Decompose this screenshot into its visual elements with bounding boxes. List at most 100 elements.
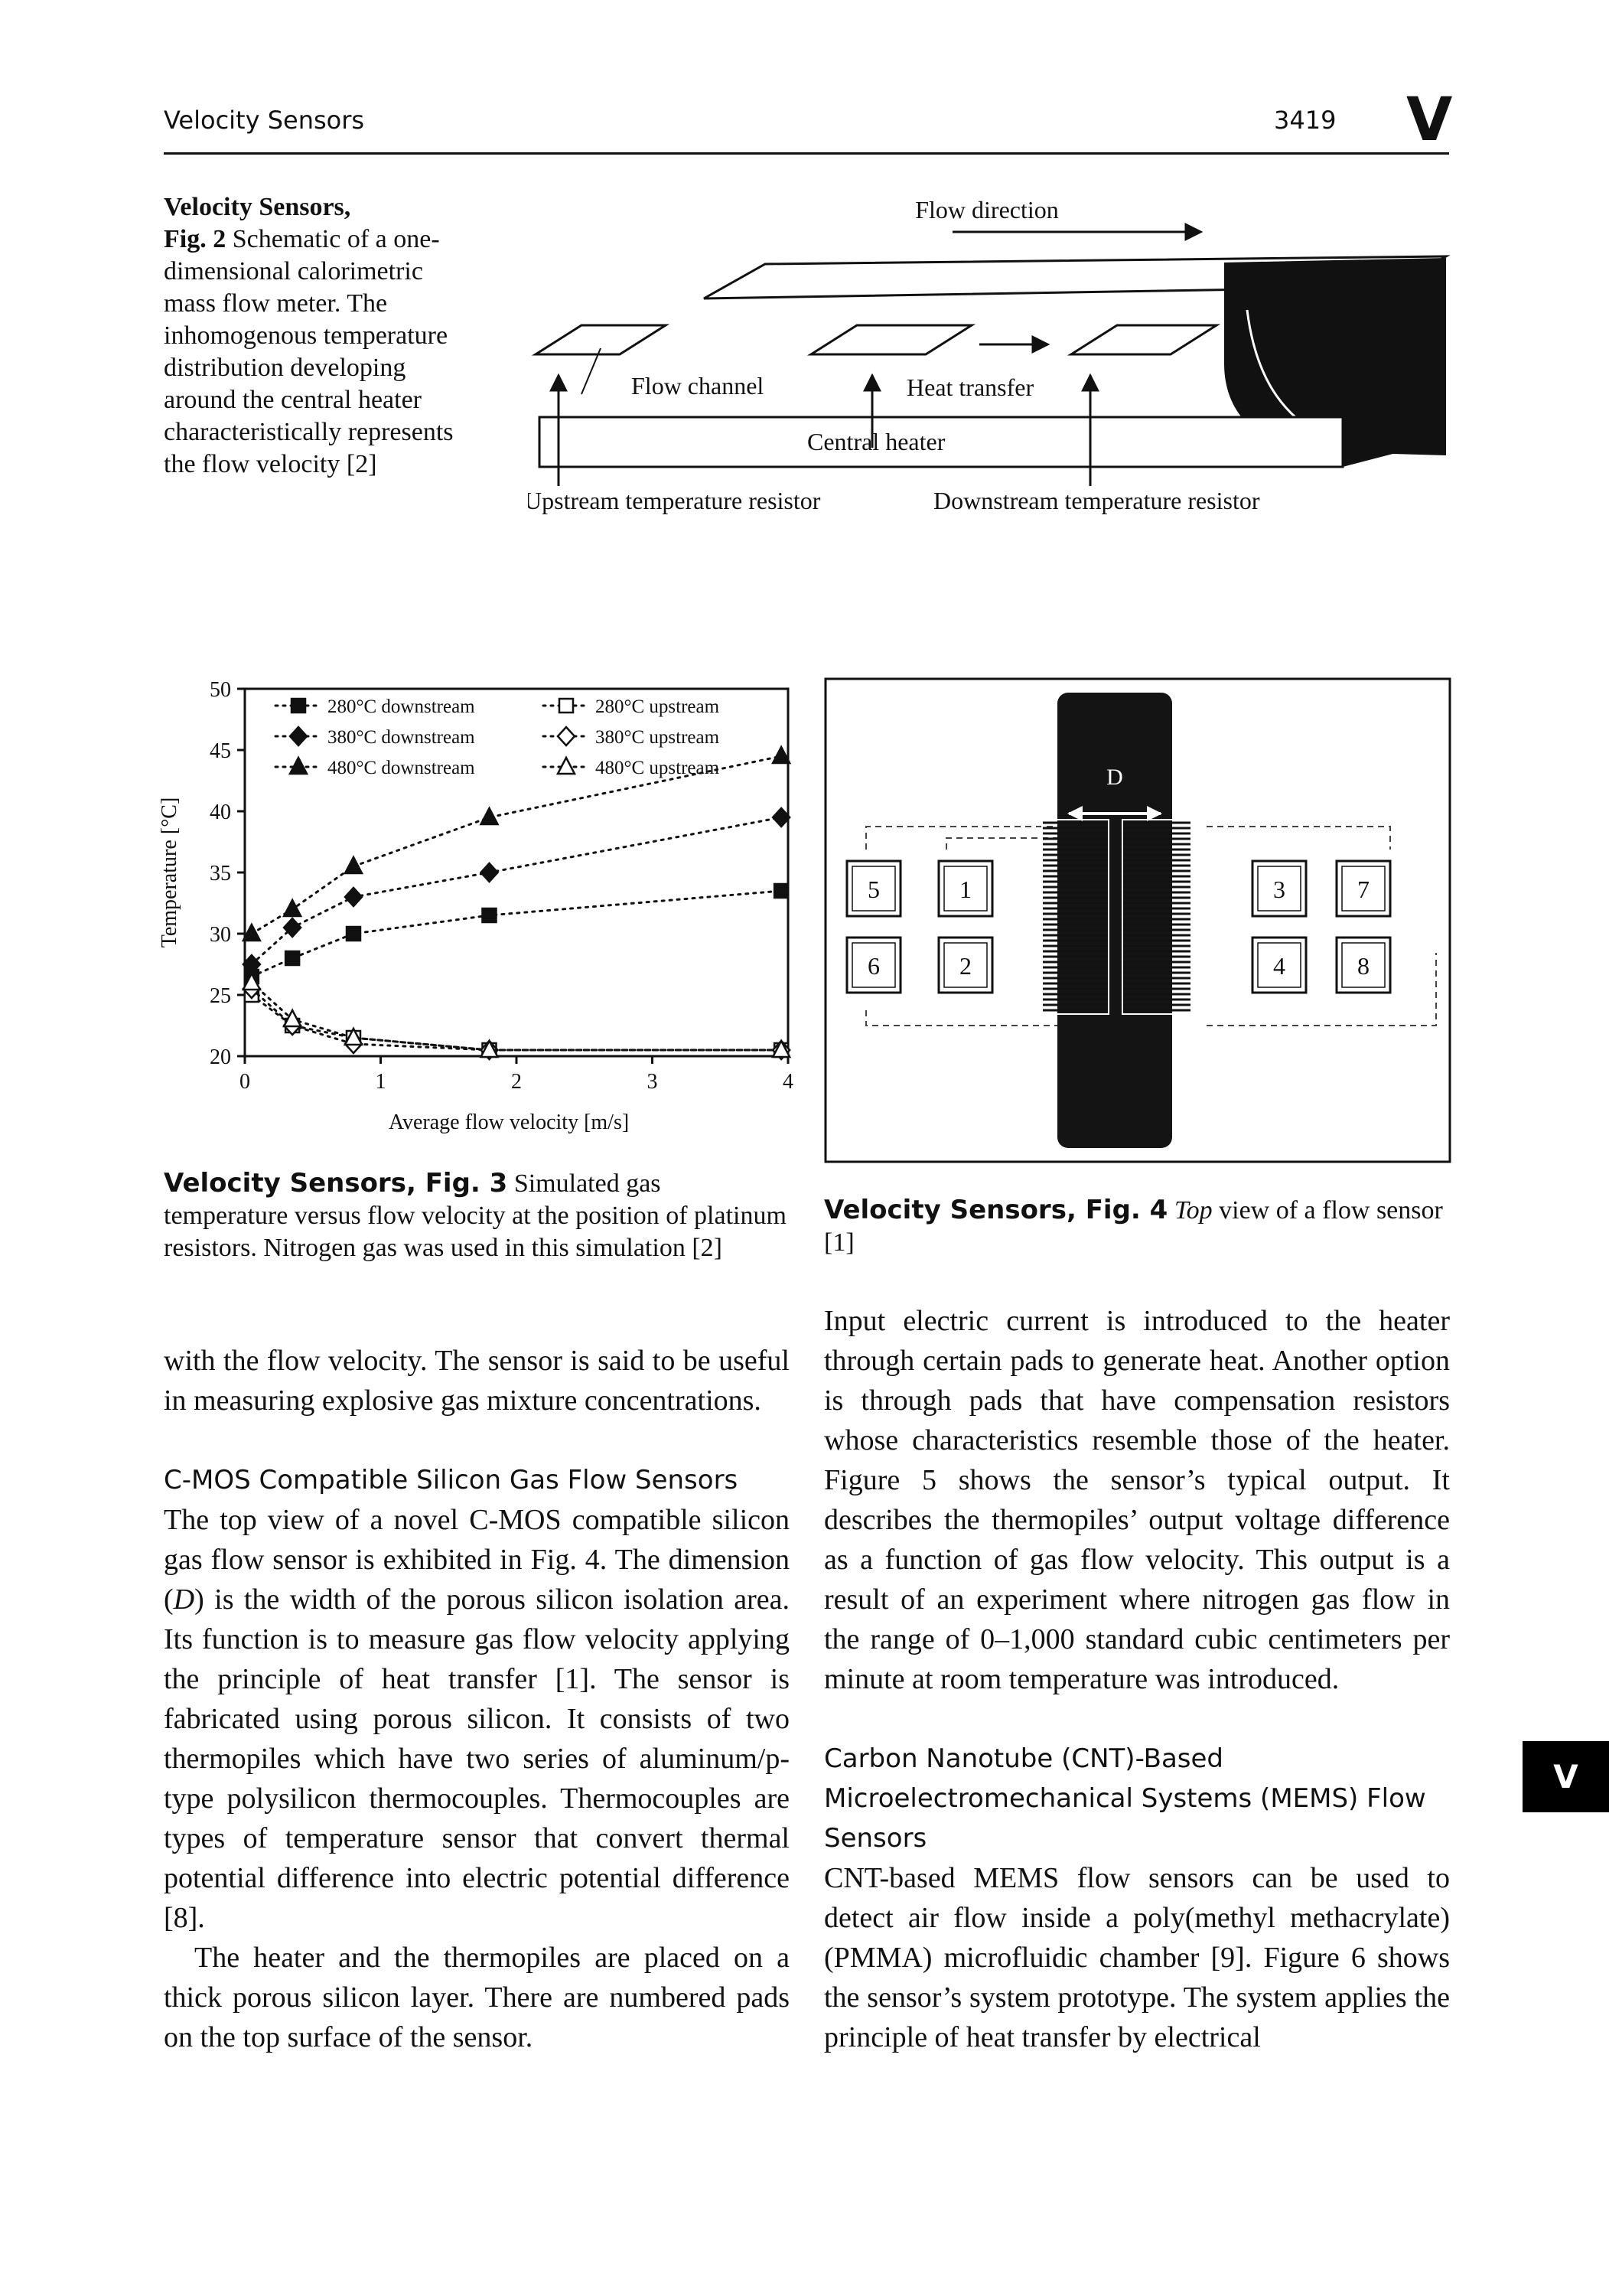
y-tick-label: 40 bbox=[210, 801, 231, 824]
flow-channel-label: Flow channel bbox=[631, 372, 764, 400]
series bbox=[241, 745, 792, 942]
pad-1 bbox=[937, 859, 994, 918]
fig4-wiring bbox=[865, 826, 1437, 1026]
left-paragraph-1: with the flow velocity. The sensor is sa… bbox=[164, 1345, 790, 1417]
downstream-strip bbox=[1067, 324, 1221, 356]
x-tick-label: 4 bbox=[783, 1070, 793, 1094]
fig4-caption: Velocity Sensors, Fig. 4 Top view of a f… bbox=[824, 1194, 1451, 1259]
x-tick-label: 0 bbox=[239, 1070, 250, 1094]
data-point bbox=[556, 726, 576, 747]
channel-end-dark bbox=[1224, 258, 1446, 455]
right-paragraph-2: CNT-based MEMS flow sensors can be used … bbox=[824, 1862, 1450, 2053]
pad-label: 3 bbox=[1273, 876, 1285, 903]
series bbox=[241, 971, 792, 1058]
fig4-caption-label: Velocity Sensors, Fig. 4 bbox=[824, 1195, 1168, 1225]
section-heading-cnt: Carbon Nanotube (CNT)-Based Microelectro… bbox=[824, 1743, 1426, 1854]
running-header-title: Velocity Sensors bbox=[164, 106, 365, 135]
base-block bbox=[538, 416, 1344, 468]
y-tick-label: 25 bbox=[210, 984, 231, 1008]
downstream-resistor-label: Downstream temperature resistor bbox=[933, 487, 1260, 514]
series-line bbox=[250, 755, 783, 935]
data-point bbox=[773, 882, 790, 899]
series-line bbox=[250, 993, 783, 1052]
series-line bbox=[250, 981, 783, 1052]
x-tick-label: 3 bbox=[647, 1070, 658, 1094]
pad-inner-4 bbox=[1257, 942, 1301, 988]
pad-3 bbox=[1251, 859, 1308, 918]
thermopile-array bbox=[1041, 819, 1192, 1015]
data-point bbox=[479, 806, 500, 826]
pad-inner-2 bbox=[943, 942, 988, 988]
legend-label: 280°C upstream bbox=[595, 696, 720, 717]
fig2-caption: Velocity Sensors, Fig. 2 Schematic of a … bbox=[164, 191, 454, 481]
y-tick-label: 45 bbox=[210, 739, 231, 763]
pad-inner-8 bbox=[1341, 942, 1386, 988]
d-arrow-left bbox=[1067, 806, 1083, 821]
pad-label: 1 bbox=[959, 876, 972, 903]
fig2-caption-text: Schematic of a one-dimensional calorimet… bbox=[164, 225, 454, 478]
series bbox=[242, 978, 791, 1061]
d-label: D bbox=[1106, 765, 1123, 790]
left-paragraph-2: The top view of a novel C-MOS compatible… bbox=[164, 1500, 790, 1938]
x-axis-label: Average flow velocity [m/s] bbox=[389, 1110, 629, 1134]
y-axis-label: Temperature [°C] bbox=[158, 797, 181, 948]
x-tick-label: 1 bbox=[376, 1070, 386, 1094]
section-heading-cmos: C-MOS Compatible Silicon Gas Flow Sensor… bbox=[164, 1465, 738, 1495]
fig2-caption-label-2: Fig. 2 bbox=[164, 225, 226, 253]
pad-label: 5 bbox=[868, 876, 880, 903]
data-point bbox=[481, 907, 497, 924]
pad-inner-6 bbox=[852, 942, 896, 988]
legend-label: 280°C downstream bbox=[327, 696, 475, 717]
series bbox=[243, 882, 790, 985]
data-point bbox=[282, 898, 303, 918]
pad-7 bbox=[1335, 859, 1392, 918]
data-point bbox=[288, 726, 308, 747]
header-rule bbox=[164, 152, 1449, 155]
flow-direction-label: Flow direction bbox=[915, 196, 1059, 223]
heat-transfer-label: Heat transfer bbox=[907, 373, 1034, 401]
y-tick-label: 20 bbox=[210, 1045, 231, 1069]
page-number: 3419 bbox=[1274, 106, 1337, 135]
data-point bbox=[241, 922, 262, 942]
d-arrow-right bbox=[1147, 806, 1162, 821]
fig3-caption-label: Velocity Sensors, Fig. 3 bbox=[164, 1168, 508, 1199]
legend-label: 380°C upstream bbox=[595, 727, 720, 748]
series-line bbox=[250, 889, 783, 978]
x-tick-label: 2 bbox=[511, 1070, 522, 1094]
pad-inner-3 bbox=[1257, 866, 1301, 912]
pad-8 bbox=[1335, 936, 1392, 994]
porous-silicon-band bbox=[1057, 693, 1172, 1148]
data-point bbox=[343, 855, 364, 875]
heater-strip bbox=[806, 324, 976, 356]
series-line bbox=[250, 987, 783, 1052]
left-paragraph-2-part-a: The top view of a novel C-MOS compatible… bbox=[164, 1504, 790, 1616]
pad-label: 2 bbox=[959, 952, 972, 980]
central-heater-label: Central heater bbox=[807, 428, 946, 455]
thermopile-right-outline bbox=[1122, 819, 1192, 1015]
data-point bbox=[558, 697, 575, 714]
right-column: Input electric current is introduced to … bbox=[824, 1301, 1450, 2057]
fig2-caption-label-1: Velocity Sensors, bbox=[164, 193, 351, 221]
pad-5 bbox=[845, 859, 902, 918]
data-point bbox=[555, 755, 577, 775]
y-tick-label: 35 bbox=[210, 862, 231, 885]
fig2-schematic: Flow direction Flow channel Heat transfe… bbox=[528, 196, 1451, 514]
pad-label: 6 bbox=[868, 952, 880, 980]
fig4-caption-italic: Top bbox=[1174, 1196, 1213, 1225]
pad-4 bbox=[1251, 936, 1308, 994]
data-point bbox=[343, 1026, 364, 1046]
fig3-caption-text: Simulated gas temperature versus flow ve… bbox=[164, 1169, 787, 1262]
series bbox=[242, 807, 791, 975]
pad-inner-1 bbox=[943, 866, 988, 912]
channel-leader bbox=[581, 347, 601, 395]
data-point bbox=[284, 950, 301, 967]
pad-label: 7 bbox=[1357, 876, 1370, 903]
thermopile-left-outline bbox=[1041, 819, 1109, 1015]
pad-label: 8 bbox=[1357, 952, 1370, 980]
data-point bbox=[771, 745, 792, 765]
